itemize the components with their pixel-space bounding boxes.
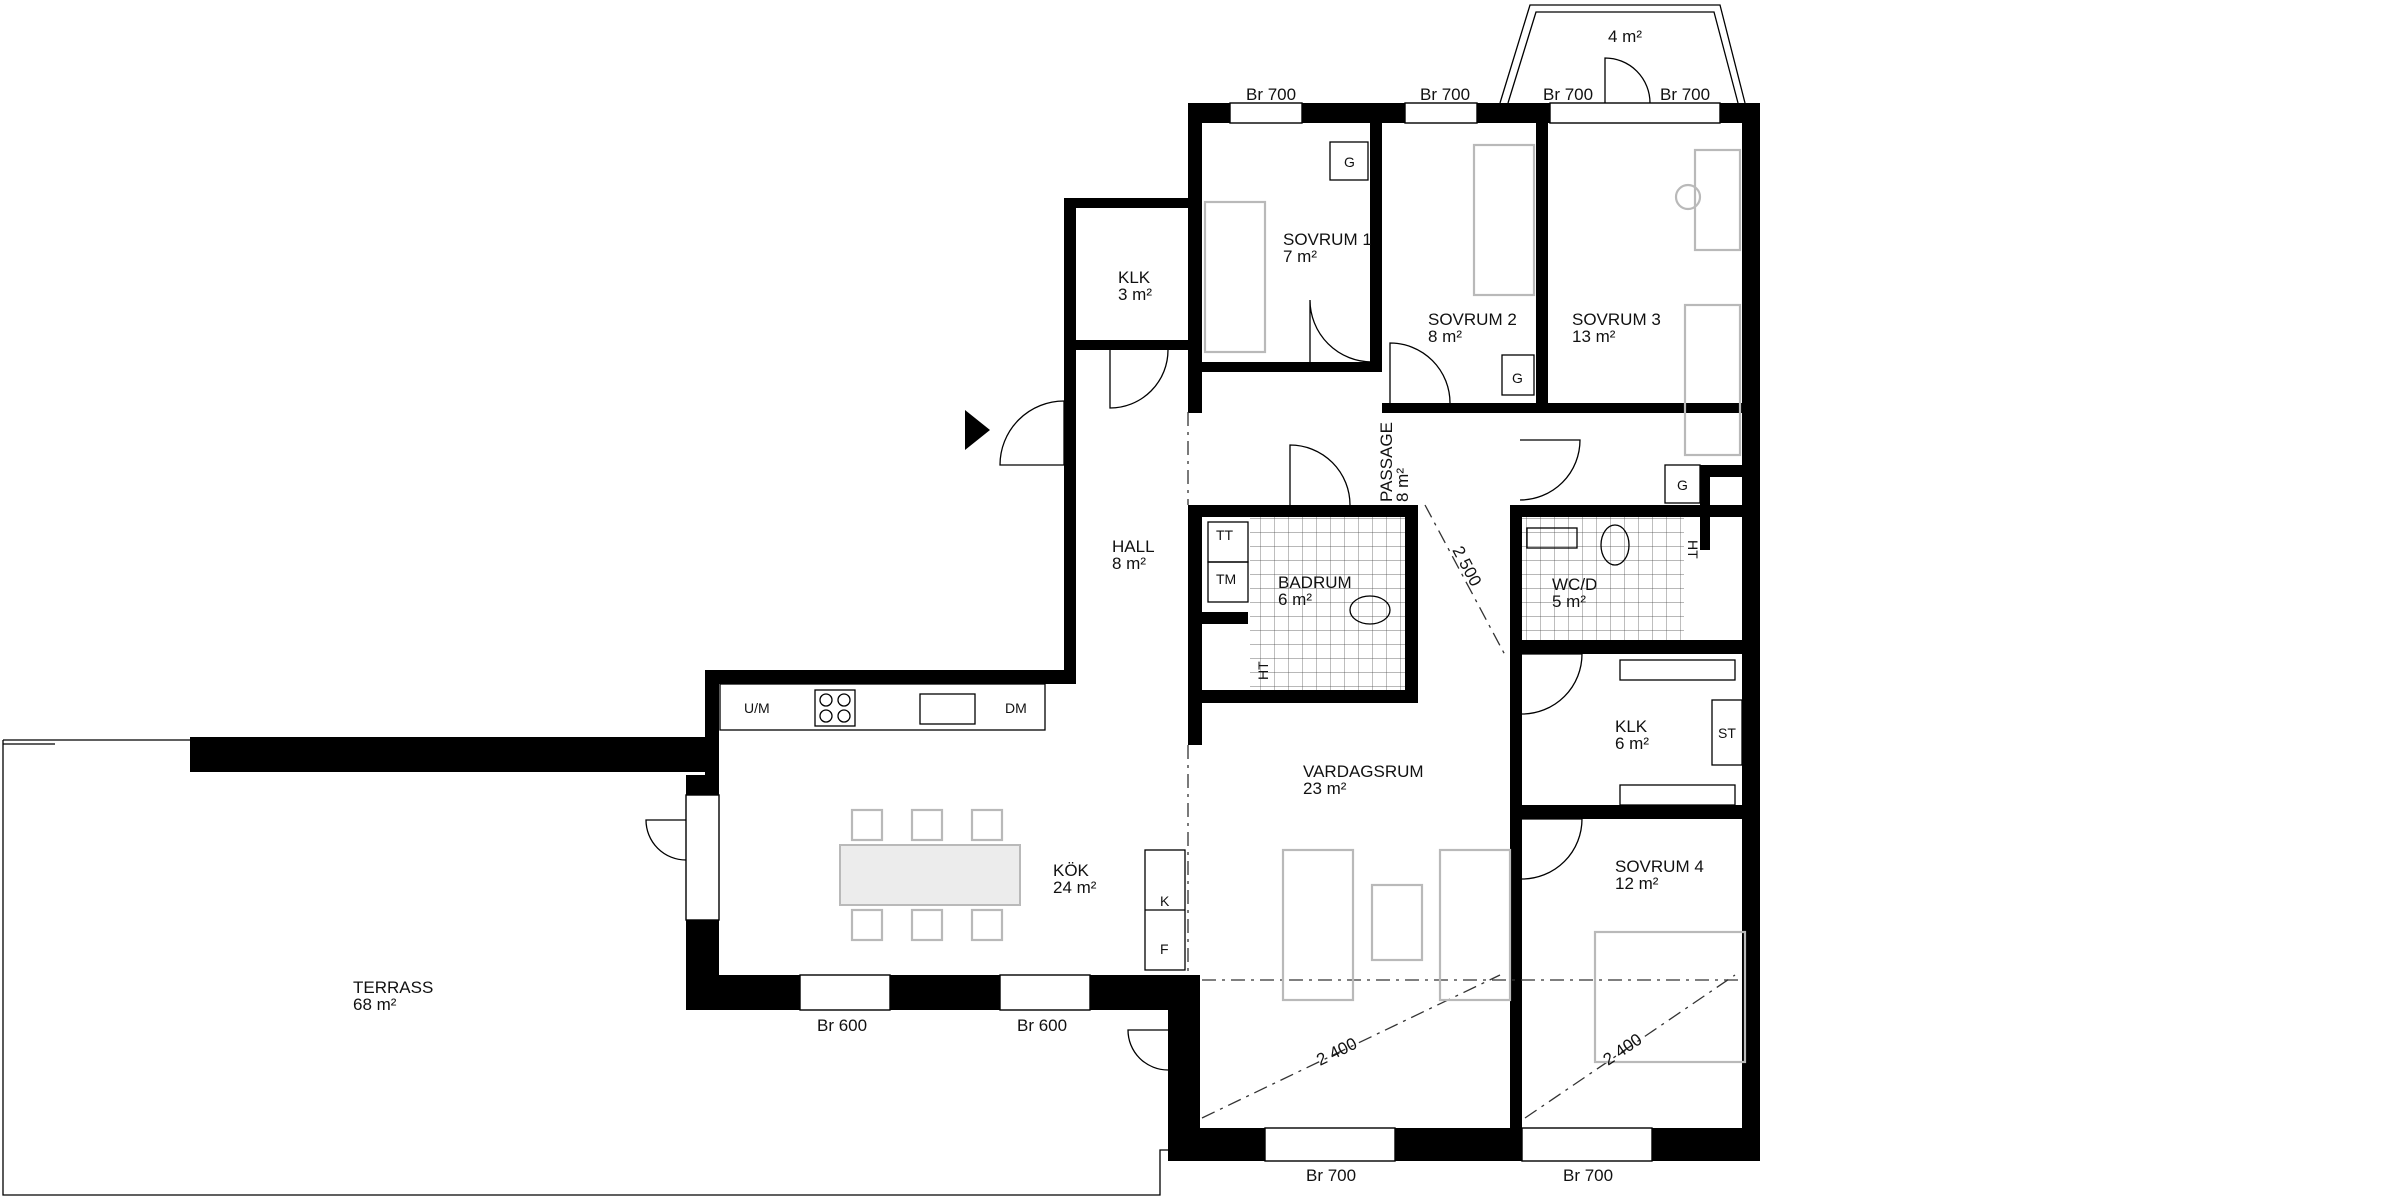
furniture [719,141,1747,1064]
room-area: 3 m² [1118,285,1152,304]
room-area: 13 m² [1572,327,1616,346]
window-width-label: Br 700 [1543,85,1593,104]
room-area: 7 m² [1283,247,1317,266]
room-area: 68 m² [353,995,397,1014]
room-labels: SOVRUM 1 7 m² SOVRUM 2 8 m² SOVRUM 3 13 … [353,27,1704,1014]
dimension-label: 2 400 [1313,1034,1360,1070]
fixture-label: HT [1685,540,1701,559]
fixture-label: F [1160,941,1169,957]
room-area: 12 m² [1615,874,1659,893]
window-sovrum2 [1404,102,1478,124]
window-kok-1 [799,974,891,1011]
balcony [1499,4,1746,104]
fixture-label: U/M [744,700,770,716]
dimension-label: 2 500 [1448,543,1485,589]
room-area: 8 m² [1428,327,1462,346]
room-name: VARDAGSRUM [1303,762,1424,781]
room-name: SOVRUM 2 [1428,310,1517,329]
balcony-area: 4 m² [1608,27,1642,46]
room-name: KLK [1615,717,1648,736]
room-name: KÖK [1053,861,1090,880]
room-area: 24 m² [1053,878,1097,897]
window-width-label: Br 600 [817,1016,867,1035]
fixture-label: K [1160,893,1170,909]
window-labels: Br 700 Br 700 Br 700 Br 700 Br 600 Br 60… [817,85,1710,1185]
doors [645,57,1651,1071]
dimension-label: 2 400 [1600,1030,1646,1070]
room-name: SOVRUM 3 [1572,310,1661,329]
fixture-label: ST [1718,725,1736,741]
badrum-tiles [1250,517,1405,690]
wcd-tiles [1522,517,1684,640]
window-sovrum3 [1549,102,1721,124]
room-name: HALL [1112,537,1155,556]
window-width-label: Br 700 [1660,85,1710,104]
room-name: KLK [1118,268,1151,287]
window-kok-2 [999,974,1091,1011]
fixture-labels: G G G TT TM HT HT U/M DM K F ST [744,154,1736,957]
window-width-label: Br 600 [1017,1016,1067,1035]
room-area: 23 m² [1303,779,1347,798]
room-name: SOVRUM 4 [1615,857,1704,876]
fixture-label: G [1344,154,1355,170]
window-vardagsrum [1264,1127,1396,1162]
dimension-lines [1187,412,1740,1119]
window-sovrum4 [1521,1127,1653,1162]
fixture-label: TT [1216,527,1234,543]
room-name: WC/D [1552,575,1597,594]
room-area: 8 m² [1112,554,1146,573]
fixture-label: HT [1255,661,1271,680]
room-area: 6 m² [1278,590,1312,609]
fixture-label: G [1677,477,1688,493]
room-area: 6 m² [1615,734,1649,753]
room-name: TERRASS [353,978,433,997]
entrance-arrow-icon [965,410,990,450]
room-area: 5 m² [1552,592,1586,611]
room-name: BADRUM [1278,573,1352,592]
window-sovrum1 [1229,102,1303,124]
window-width-label: Br 700 [1246,85,1296,104]
terrace-outline [2,739,1175,1196]
window-width-label: Br 700 [1306,1166,1356,1185]
window-width-label: Br 700 [1420,85,1470,104]
fixture-label: G [1512,370,1523,386]
room-area: 8 m² [1393,468,1412,502]
room-name: SOVRUM 1 [1283,230,1372,249]
fixture-label: TM [1216,571,1236,587]
window-kok-side [685,794,720,921]
fixture-label: DM [1005,700,1027,716]
windows [685,102,1721,1162]
window-width-label: Br 700 [1563,1166,1613,1185]
room-name: PASSAGE [1377,422,1396,502]
